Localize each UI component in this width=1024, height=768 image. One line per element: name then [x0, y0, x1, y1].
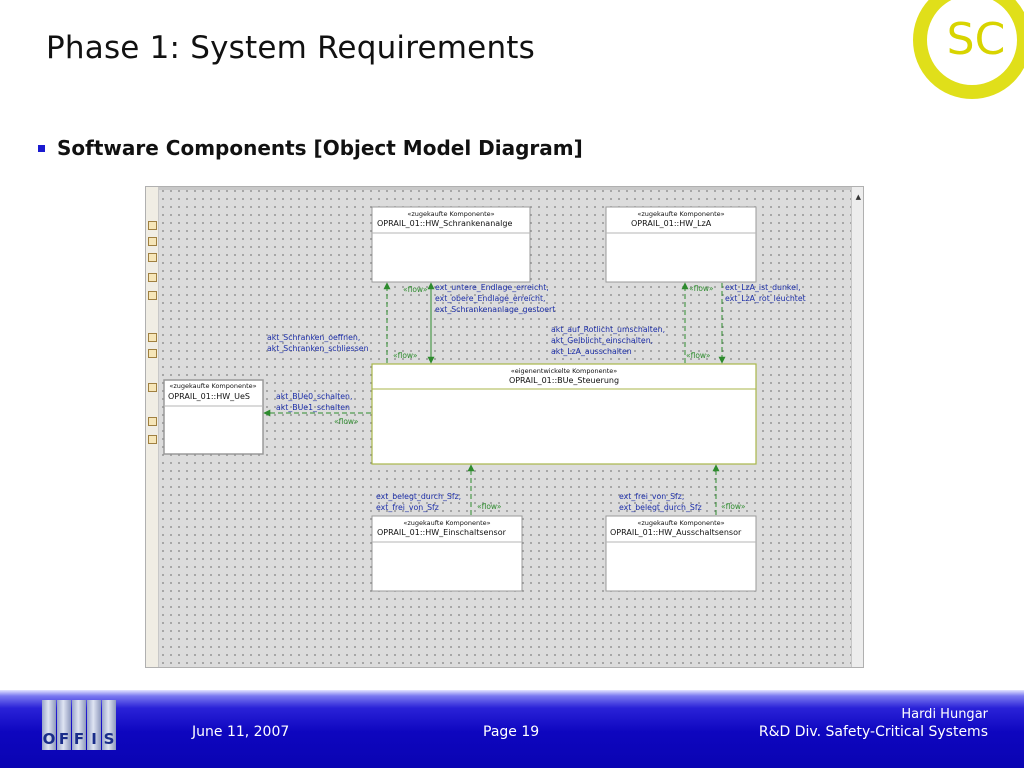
- signal-label: ext_belegt_durch_Sfz: [619, 503, 702, 512]
- component-hw-ausschaltsensor[interactable]: «zugekaufte Komponente» OPRAIL_01::HW_Au…: [605, 515, 757, 592]
- signal-label: akt_LzA_ausschalten: [551, 347, 632, 356]
- footer-author: Hardi Hungar: [901, 707, 988, 722]
- tool-icon: [148, 291, 157, 300]
- editor-toolbar: [146, 187, 159, 667]
- offis-letter: S: [103, 730, 115, 748]
- component-stereotype: «zugekaufte Komponente»: [637, 210, 724, 218]
- tool-icon: [148, 273, 157, 282]
- signal-label: ext_frei_von_Sfz,: [619, 492, 684, 501]
- bullet-square-icon: [38, 144, 45, 152]
- component-stereotype: «zugekaufte Komponente»: [169, 382, 256, 390]
- sc-logo: SC: [913, 0, 1024, 99]
- offis-letter: F: [73, 730, 85, 748]
- component-hw-schrankenanlage[interactable]: «zugekaufte Komponente» OPRAIL_01::HW_Sc…: [371, 206, 531, 283]
- scroll-up-icon[interactable]: ▲: [855, 193, 861, 201]
- vertical-scrollbar[interactable]: ▲: [851, 187, 863, 667]
- offis-letter: F: [58, 730, 70, 748]
- tool-icon: [148, 417, 157, 426]
- bullet-item: Software Components [Object Model Diagra…: [38, 136, 583, 160]
- footer-division: R&D Div. Safety-Critical Systems: [758, 724, 988, 740]
- offis-letter: O: [42, 730, 56, 748]
- signal-label: akt_Gelblicht_einschalten,: [551, 336, 653, 345]
- component-stereotype: «zugekaufte Komponente»: [403, 519, 490, 527]
- component-name: OPRAIL_01::HW_Einschaltsensor: [377, 528, 507, 537]
- component-name: OPRAIL_01::HW_UeS: [168, 392, 250, 401]
- tool-icon: [148, 435, 157, 444]
- component-name: OPRAIL_01::HW_Ausschaltsensor: [610, 528, 742, 537]
- footer-page-number: Page 19: [483, 724, 540, 740]
- sc-logo-text: SC: [947, 14, 1006, 65]
- signal-label: ext_LzA_ist_dunkel,: [725, 283, 801, 292]
- signal-label: ext_LzA_rot_leuchtet: [725, 294, 806, 303]
- signal-label: akt_Schranken_oeffnen,: [267, 333, 360, 342]
- signal-label: ext_obere_Endlage_erreicht,: [435, 294, 546, 303]
- flow-label: «flow»: [334, 417, 359, 426]
- footer-date: June 11, 2007: [192, 724, 290, 740]
- signal-label: akt_auf_Rotlicht_umschalten,: [551, 325, 665, 334]
- flow-label: «flow»: [689, 284, 714, 293]
- signal-label: ext_belegt_durch_Sfz,: [376, 492, 461, 501]
- component-stereotype: «zugekaufte Komponente»: [407, 210, 494, 218]
- tool-icon: [148, 349, 157, 358]
- signal-label: ext_untere_Endlage_erreicht,: [435, 283, 549, 292]
- flow-label: «flow»: [686, 351, 711, 360]
- component-bue-steuerung[interactable]: «eigenentwickelte Komponente» OPRAIL_01:…: [371, 363, 757, 465]
- component-name: OPRAIL_01::BUe_Steuerung: [509, 376, 619, 385]
- flow-label: «flow»: [393, 351, 418, 360]
- component-hw-einschaltsensor[interactable]: «zugekaufte Komponente» OPRAIL_01::HW_Ei…: [371, 515, 523, 592]
- slide-title: Phase 1: System Requirements: [46, 30, 536, 66]
- signal-label: akt_Schranken_schliessen: [267, 344, 369, 353]
- slide-footer: [0, 690, 1024, 768]
- offis-logo: O F F I S: [42, 700, 117, 750]
- tool-icon: [148, 333, 157, 342]
- tool-icon: [148, 221, 157, 230]
- flow-label: «flow»: [721, 502, 746, 511]
- tool-icon: [148, 383, 157, 392]
- offis-letter: I: [91, 730, 97, 748]
- component-name: OPRAIL_01::HW_Schrankenanalge: [377, 219, 512, 228]
- tool-icon: [148, 253, 157, 262]
- diagram-screenshot: «zugekaufte Komponente» OPRAIL_01::HW_Sc…: [145, 186, 864, 668]
- flow-label: «flow»: [477, 502, 502, 511]
- signal-label: ext_frei_von_Sfz: [376, 503, 439, 512]
- signal-label: akt_BUe1_schalten: [276, 403, 350, 412]
- component-name: OPRAIL_01::HW_LzA: [631, 219, 712, 228]
- component-stereotype: «zugekaufte Komponente»: [637, 519, 724, 527]
- bullet-text: Software Components [Object Model Diagra…: [57, 136, 583, 160]
- component-hw-lza[interactable]: «zugekaufte Komponente» OPRAIL_01::HW_Lz…: [605, 206, 757, 283]
- flow-label: «flow»: [403, 285, 428, 294]
- tool-icon: [148, 237, 157, 246]
- component-hw-ues[interactable]: «zugekaufte Komponente» OPRAIL_01::HW_Ue…: [163, 379, 264, 455]
- signal-label: ext_Schrankenanlage_gestoert: [435, 305, 555, 314]
- component-stereotype: «eigenentwickelte Komponente»: [511, 367, 617, 375]
- diagram-canvas[interactable]: «zugekaufte Komponente» OPRAIL_01::HW_Sc…: [159, 187, 851, 667]
- object-model-diagram: «zugekaufte Komponente» OPRAIL_01::HW_Sc…: [163, 206, 806, 592]
- signal-label: akt_BUe0_schalten,: [276, 392, 352, 401]
